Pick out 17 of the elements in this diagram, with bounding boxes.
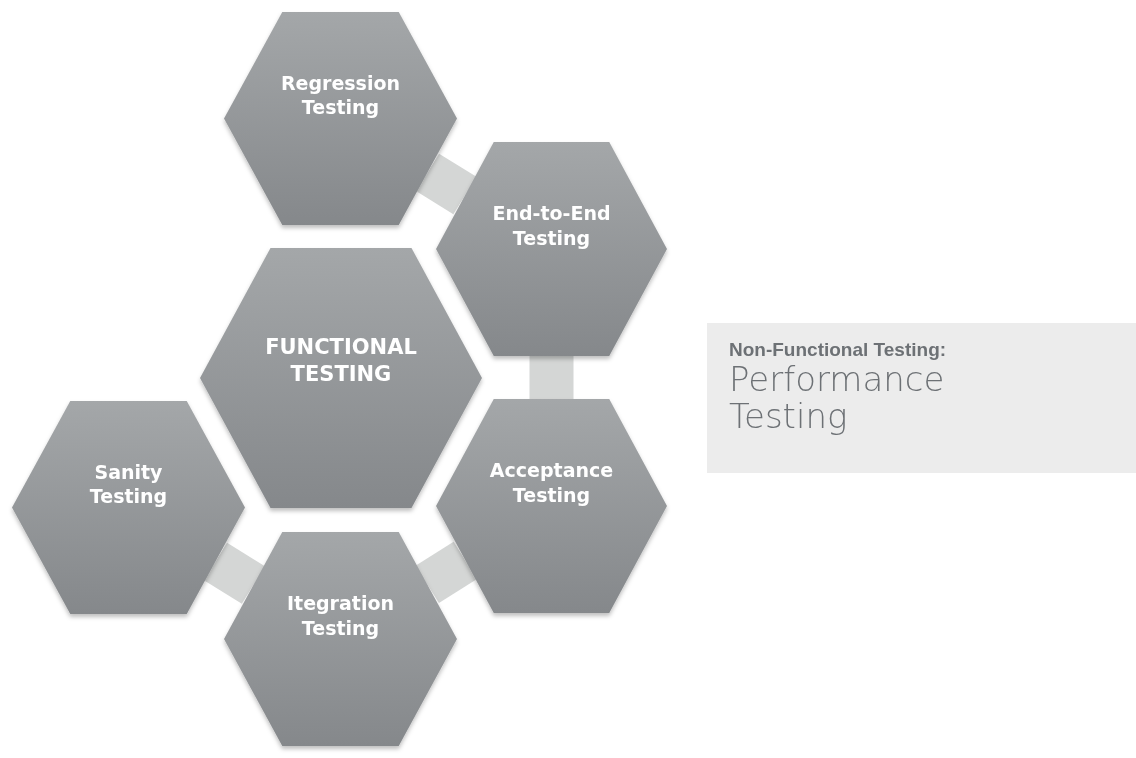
hexagon	[436, 399, 667, 613]
hexagon-label: FUNCTIONAL TESTING	[264, 333, 418, 389]
connector-band	[203, 542, 265, 604]
hexagon-label: End-to-End Testing	[491, 201, 612, 251]
hexagon	[200, 248, 482, 508]
panel-text: Performance Testing	[729, 361, 946, 436]
hexagon-label: Acceptance Testing	[488, 458, 615, 508]
panel-heading: Non-Functional Testing:	[729, 339, 948, 361]
hexagon	[224, 532, 457, 746]
connector-band	[415, 153, 477, 215]
hexagon	[224, 12, 457, 225]
hexagon	[12, 401, 245, 614]
hexagon	[436, 142, 667, 356]
hexagon-label: Regression Testing	[279, 70, 402, 120]
connector-band	[415, 541, 478, 603]
hexagon-label: Itegration Testing	[286, 591, 395, 641]
hexagon-label: Sanity Testing	[88, 459, 169, 509]
